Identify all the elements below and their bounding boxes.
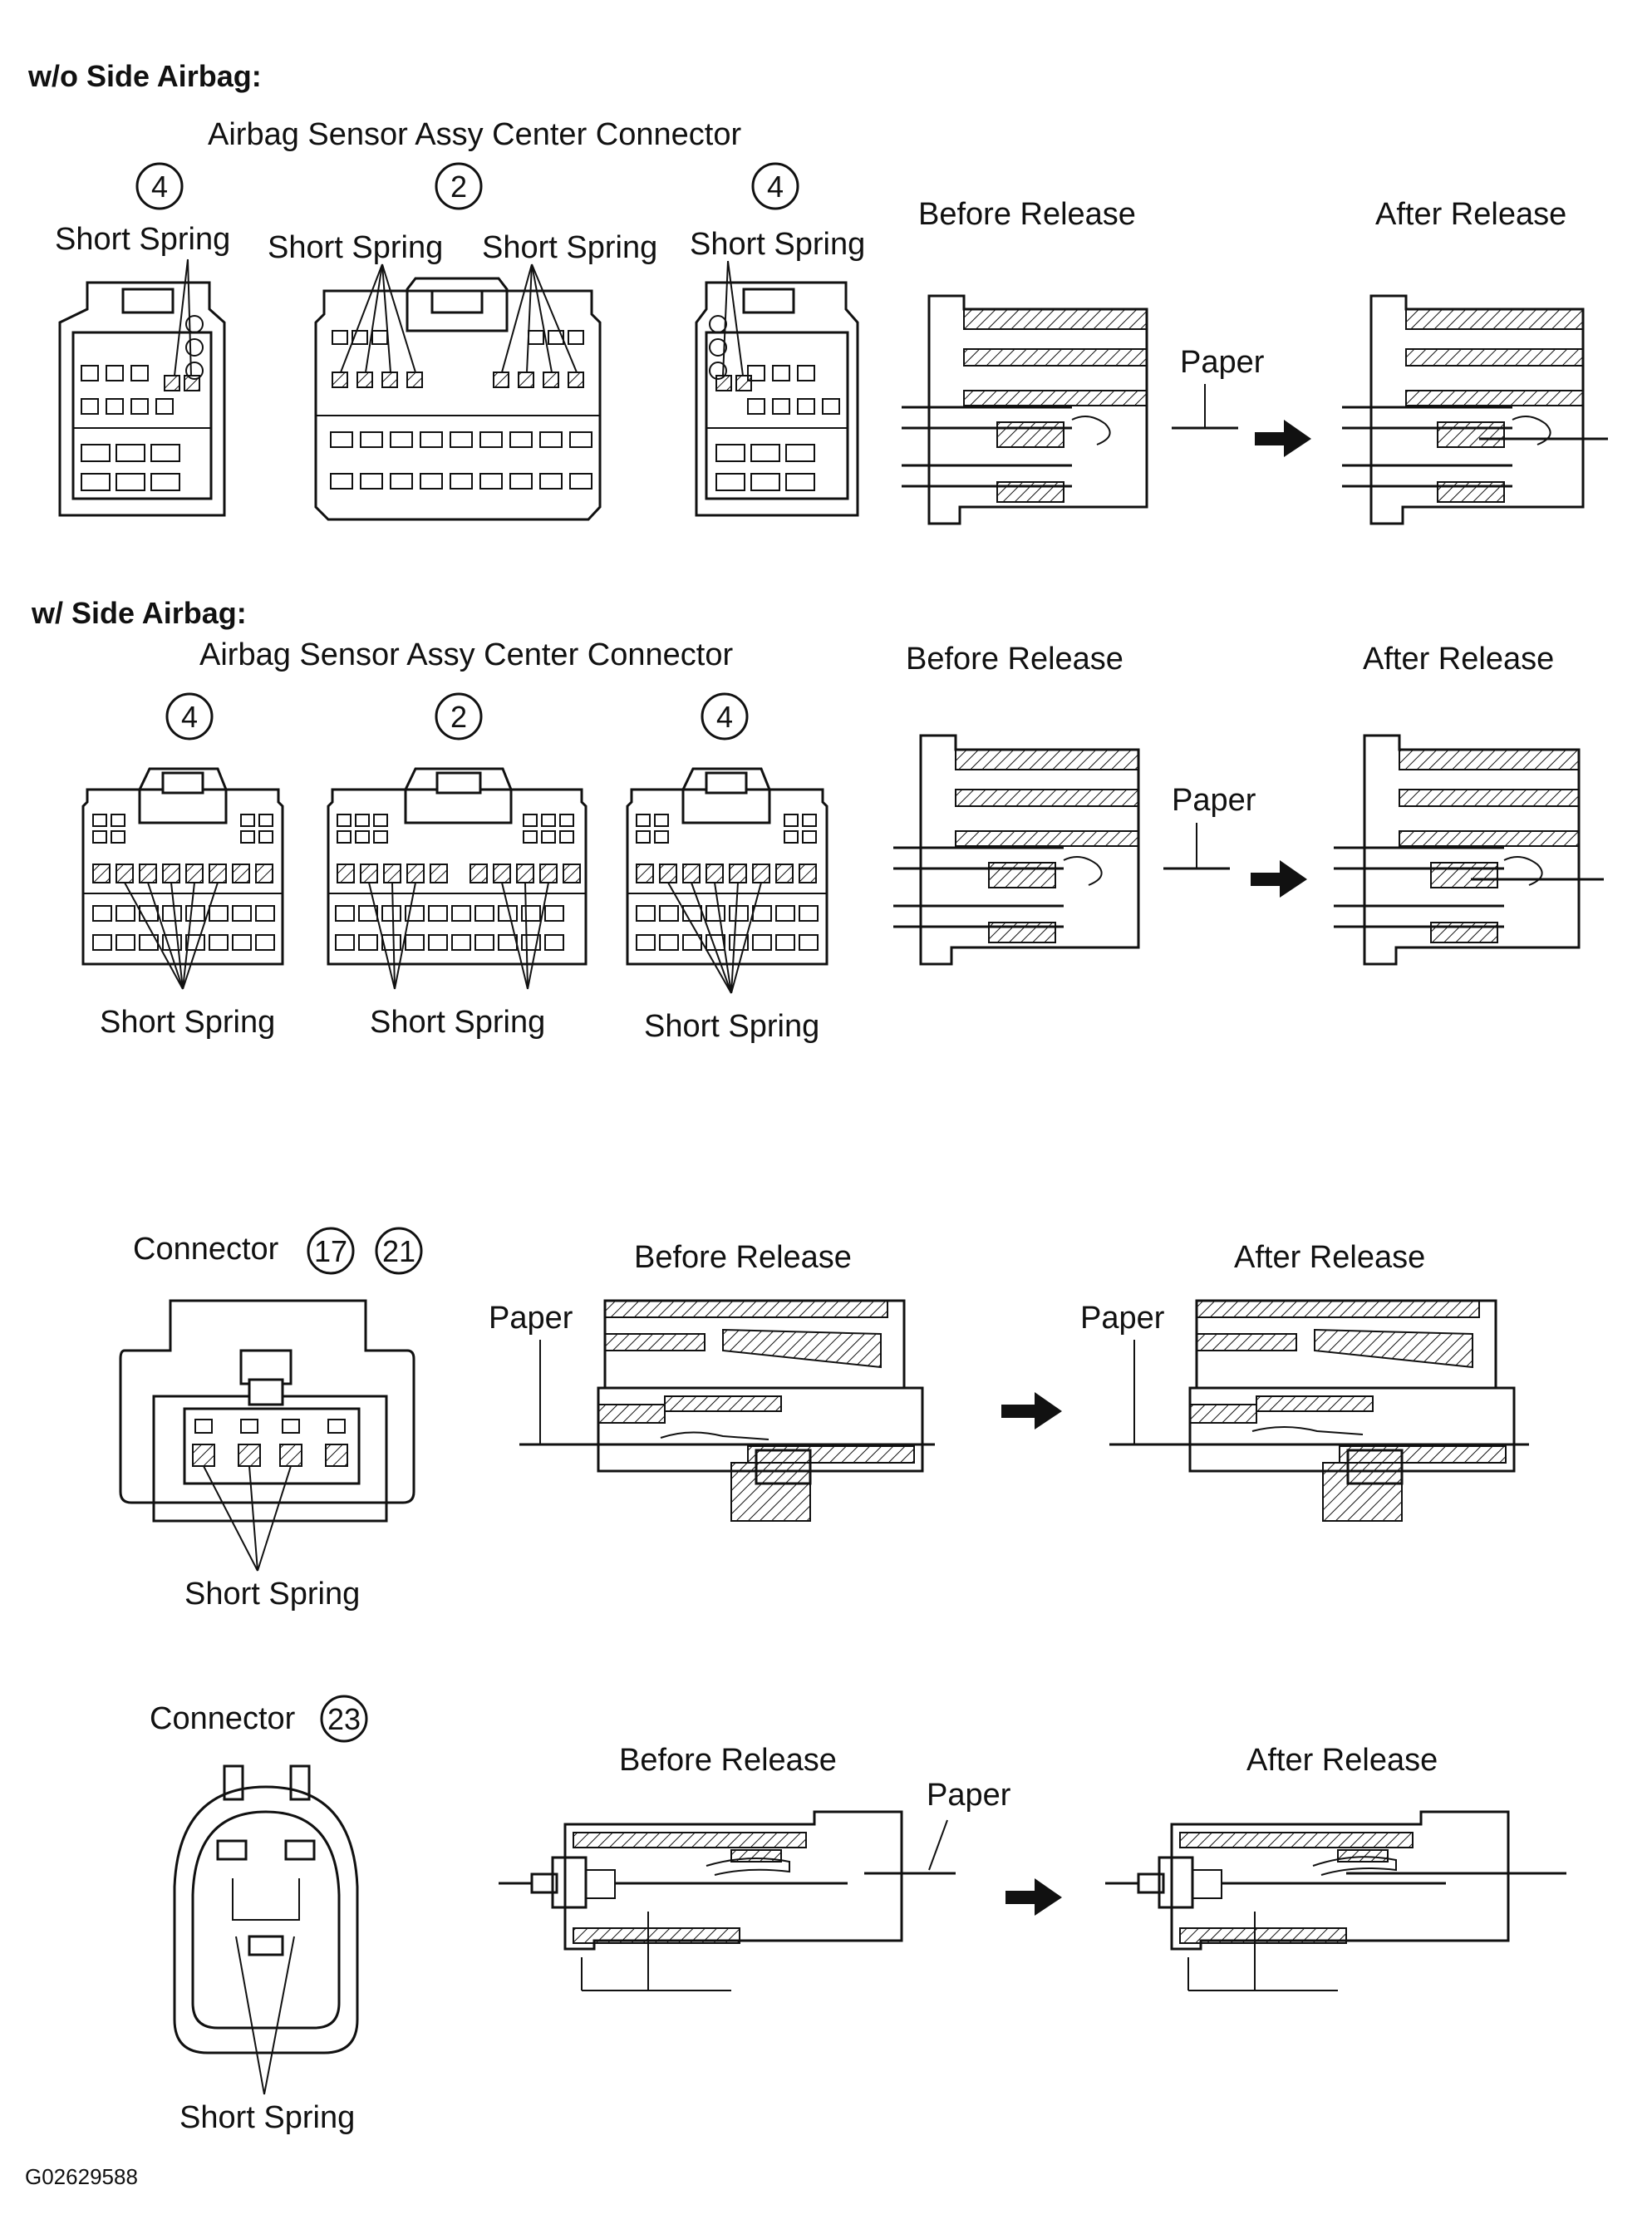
short-spring-label: Short Spring (644, 1009, 819, 1044)
arrow-icon (1001, 1392, 1062, 1430)
connector-title: Airbag Sensor Assy Center Connector (199, 637, 733, 672)
paper-label: Paper (1180, 345, 1265, 380)
leader-lines (667, 882, 762, 994)
heading-wo-side-airbag: w/o Side Airbag: (27, 59, 262, 93)
circled-number-ring (435, 162, 483, 210)
connector-face (695, 281, 859, 517)
leader-line (727, 260, 744, 376)
circled-number-ring (135, 162, 184, 210)
leader-lines (340, 263, 578, 373)
before-release-cross-section (499, 1810, 903, 1991)
arrow-icon (1255, 420, 1311, 457)
circled-number-ring (307, 1227, 355, 1275)
connector-title: Connector (150, 1701, 296, 1736)
leader-lines (235, 1936, 295, 2095)
short-spring-label: Short Spring (268, 230, 443, 265)
heading-w-side-airbag: w/ Side Airbag: (31, 596, 247, 630)
circled-number-ring (751, 162, 799, 210)
short-spring-label: Short Spring (482, 230, 657, 265)
before-release-label: Before Release (918, 197, 1136, 232)
before-release-label: Before Release (634, 1240, 852, 1275)
after-release-label: After Release (1246, 1743, 1438, 1778)
paper-label: Paper (1172, 783, 1256, 818)
arrow-icon (1251, 860, 1307, 898)
after-release-label: After Release (1234, 1240, 1425, 1275)
leader-line (187, 258, 192, 376)
paper-label: Paper (1080, 1301, 1165, 1336)
before-release-label: Before Release (906, 642, 1123, 677)
after-release-cross-section (1334, 734, 1604, 966)
circled-number-ring (375, 1227, 423, 1275)
paper-label: Paper (927, 1778, 1011, 1813)
circled-number: 4 (151, 170, 168, 204)
paper-label: Paper (489, 1301, 573, 1336)
after-release-cross-section (1342, 294, 1608, 525)
circled-number-ring (320, 1695, 368, 1743)
short-spring-label: Short Spring (184, 1577, 360, 1612)
before-release-label: Before Release (619, 1743, 837, 1778)
before-release-cross-section (519, 1299, 935, 1522)
connector-face (81, 767, 284, 966)
after-release-label: After Release (1363, 642, 1554, 677)
circled-number: 21 (382, 1234, 415, 1268)
connector-face (173, 1764, 359, 2054)
circled-number-ring (165, 692, 214, 741)
connector-title: Connector (133, 1232, 279, 1267)
section-connector-17-21: Connector 17 21 Short Spring Before Rele… (119, 1227, 1529, 1612)
connector-face (58, 281, 226, 517)
circled-number: 4 (767, 170, 784, 204)
leader-lines (368, 882, 549, 990)
connector-face (327, 767, 588, 966)
circled-number: 17 (314, 1234, 347, 1268)
connector-face (314, 277, 602, 521)
short-spring-label: Short Spring (690, 227, 865, 262)
circled-number: 4 (716, 700, 733, 734)
circled-number-ring (435, 692, 483, 741)
short-spring-label: Short Spring (370, 1005, 545, 1040)
leader-line (174, 258, 189, 376)
after-release-cross-section (1105, 1810, 1566, 1991)
figure-code: G02629588 (25, 2164, 138, 2189)
arrow-icon (1005, 1878, 1062, 1916)
circled-number-ring (701, 692, 749, 741)
paper-leader (928, 1819, 948, 1871)
leader-line (722, 260, 729, 376)
connector-face (626, 767, 828, 966)
short-spring-label: Short Spring (100, 1005, 275, 1040)
before-release-cross-section (902, 294, 1148, 525)
after-release-label: After Release (1375, 197, 1566, 232)
before-release-cross-section (893, 734, 1140, 966)
circled-number: 4 (181, 700, 198, 734)
after-release-cross-section (1109, 1299, 1529, 1522)
section-connector-23: Connector 23 Short Spring Before Release… (150, 1695, 1566, 2135)
section-w-side-airbag: w/ Side Airbag: Airbag Sensor Assy Cente… (31, 596, 1604, 1044)
leader-lines (124, 882, 219, 990)
short-spring-label: Short Spring (55, 222, 230, 257)
circled-number: 23 (327, 1702, 361, 1736)
section-wo-side-airbag: w/o Side Airbag: Airbag Sensor Assy Cent… (27, 59, 1608, 525)
connector-face (119, 1299, 415, 1523)
connector-title: Airbag Sensor Assy Center Connector (208, 117, 741, 152)
circled-number: 2 (450, 170, 467, 204)
circled-number: 2 (450, 700, 467, 734)
leader-lines (203, 1465, 292, 1572)
short-spring-label: Short Spring (179, 2100, 355, 2135)
